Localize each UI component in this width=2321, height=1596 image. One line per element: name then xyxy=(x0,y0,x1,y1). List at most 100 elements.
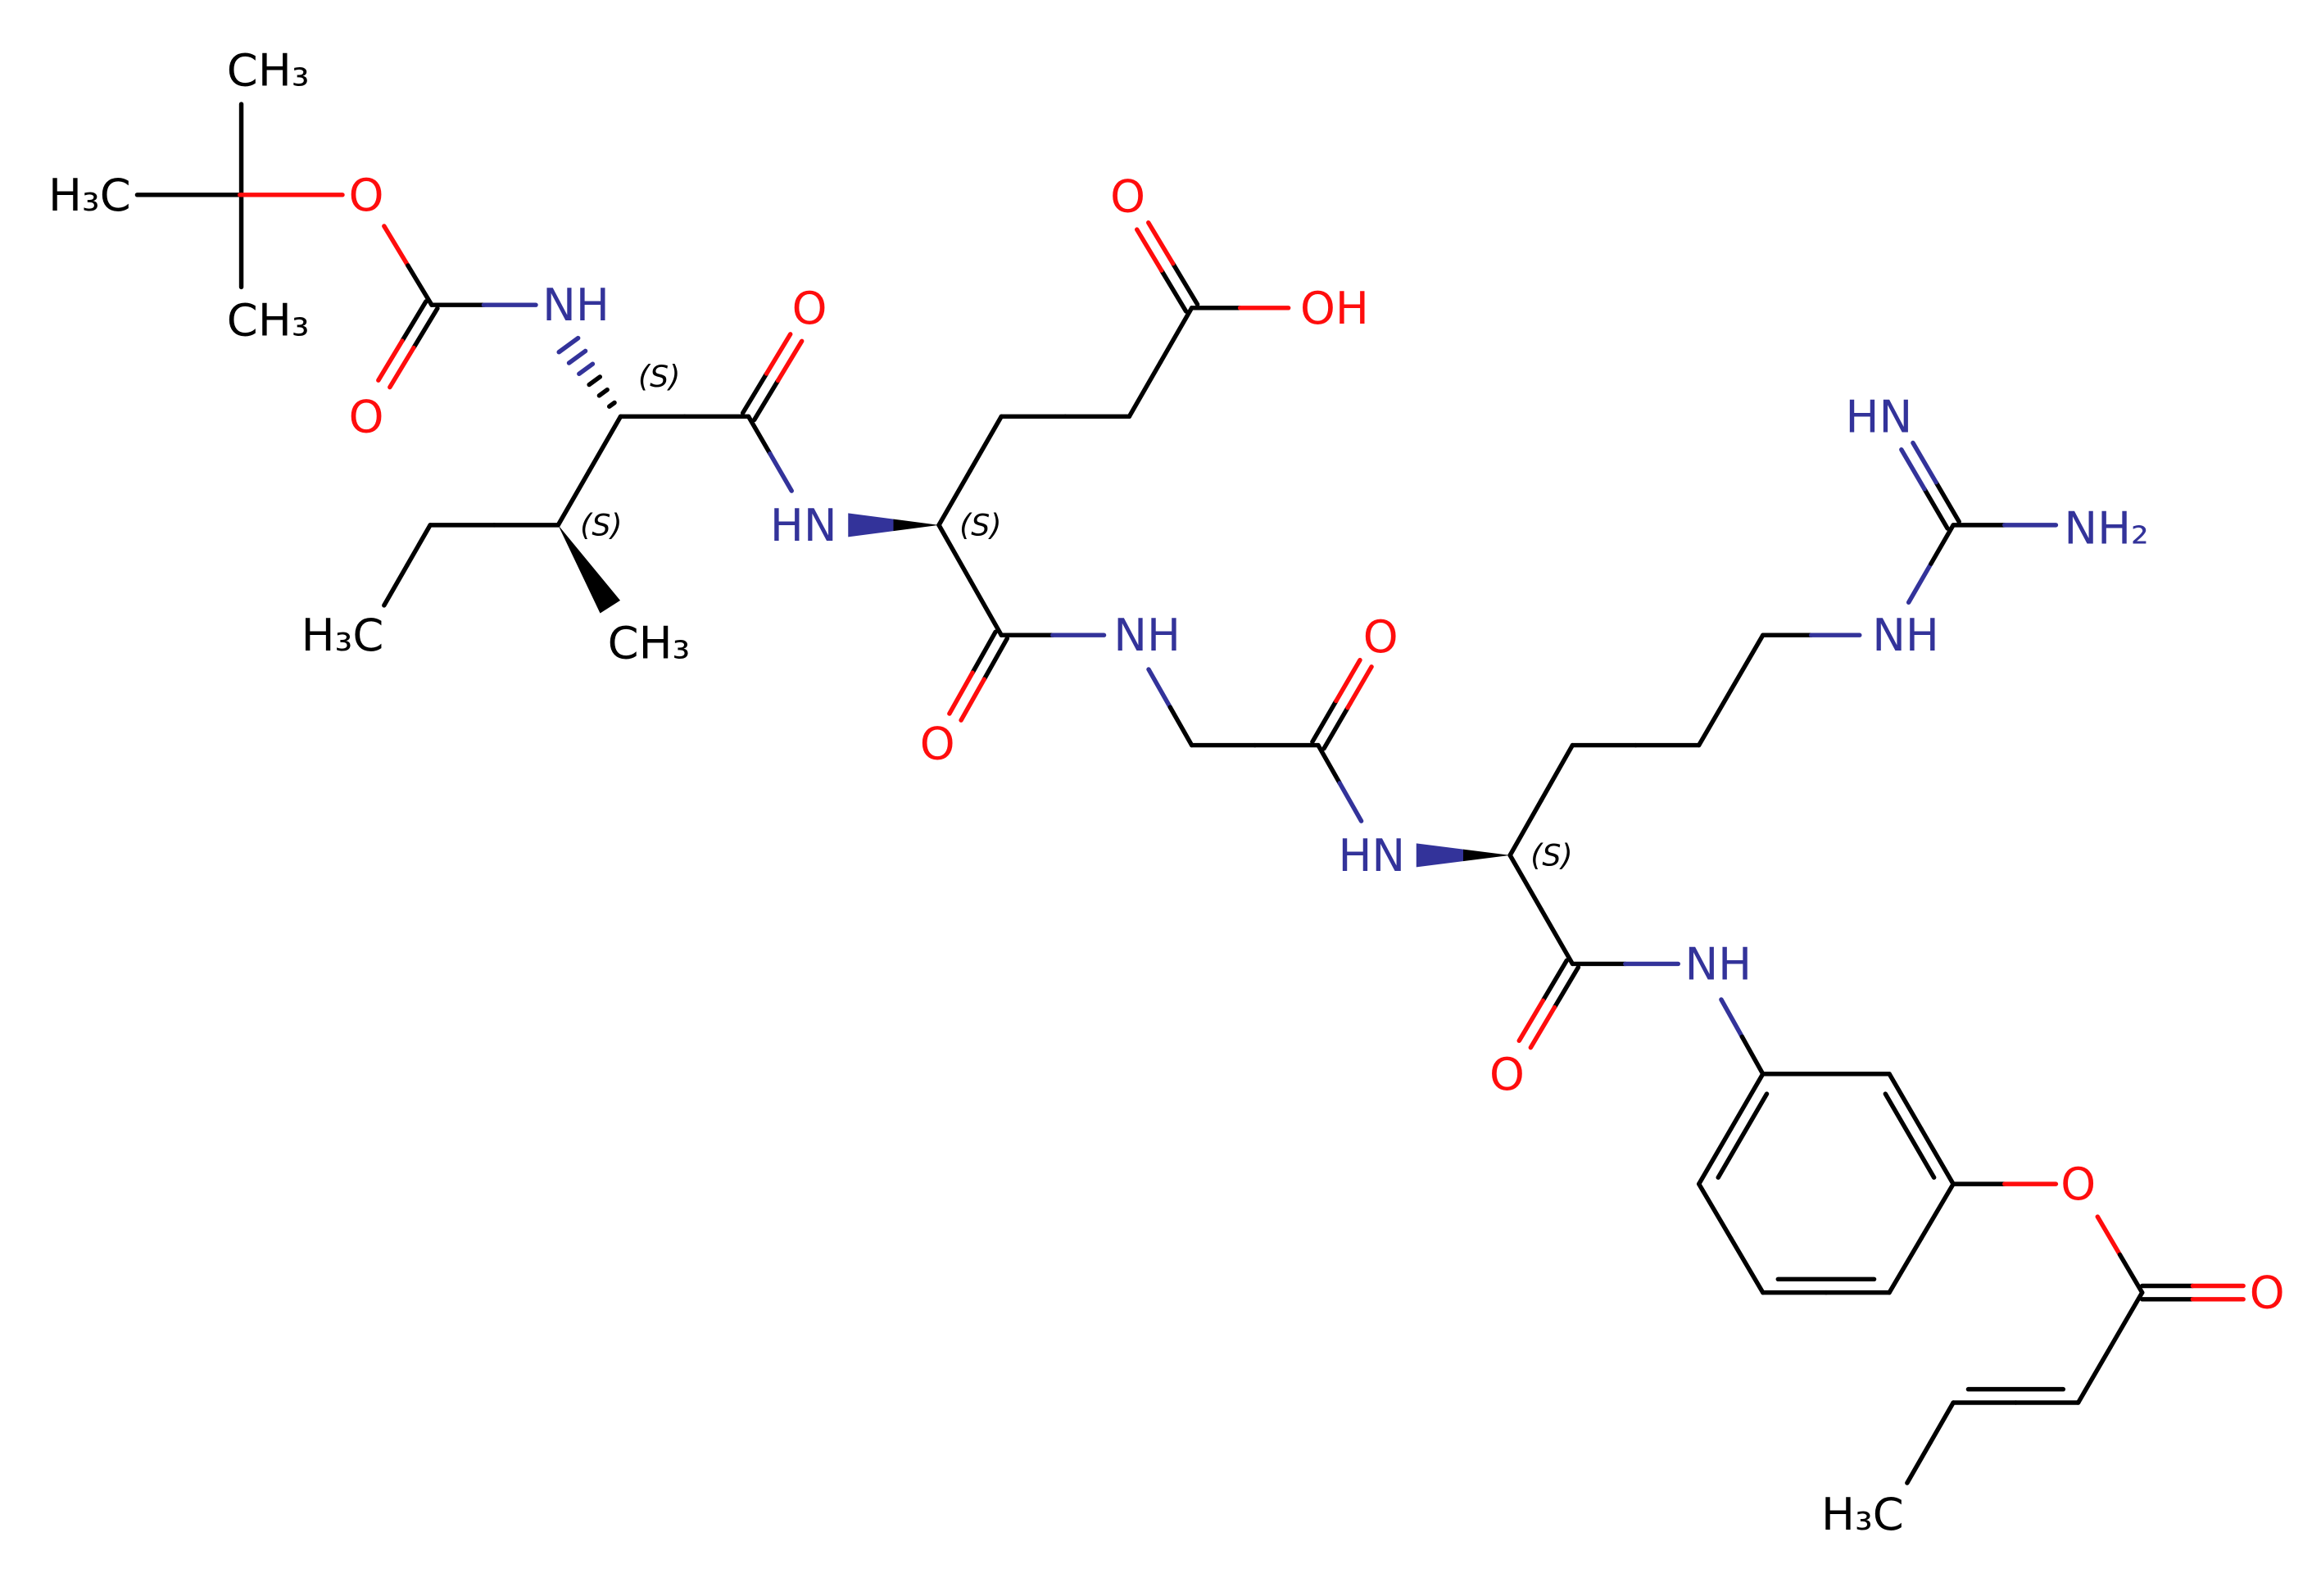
bond-line xyxy=(1729,633,1766,693)
bond-line xyxy=(968,414,1004,474)
stereo-labels: (S) (S) (S) (S) xyxy=(580,359,1572,873)
bond-line xyxy=(596,387,610,398)
bond-line xyxy=(746,414,773,456)
atom-hn-arg: HN xyxy=(1338,829,1405,882)
bond-line xyxy=(1933,479,1961,524)
bond-line xyxy=(555,468,592,528)
bond-line xyxy=(1729,1236,1766,1295)
atom-hn-glu: HN xyxy=(770,499,837,551)
bond-line xyxy=(382,224,410,268)
bond-line xyxy=(1696,687,1734,748)
bond-line xyxy=(406,263,434,307)
atom-o-gly: O xyxy=(1363,610,1398,663)
atom-h3c-ile: H₃C xyxy=(301,609,384,661)
atom-nh-amc: NH xyxy=(1684,937,1752,990)
bond-line xyxy=(1158,268,1189,314)
bonds xyxy=(134,102,2246,1485)
bond-line xyxy=(1887,1236,1924,1295)
atom-h3c-amc: H₃C xyxy=(1821,1488,1904,1540)
bond-line xyxy=(1719,997,1745,1040)
bond-line xyxy=(768,451,794,493)
atom-o-lactone: O xyxy=(2250,1267,2285,1319)
bond-line xyxy=(1905,1440,1933,1485)
bond-line xyxy=(751,378,781,423)
bond-line xyxy=(1922,487,1950,531)
wedge-bond xyxy=(848,513,939,537)
atom-hn-guanidine: HN xyxy=(1846,390,1913,442)
bond-line xyxy=(764,332,793,376)
bond-line xyxy=(1716,1091,1770,1180)
atom-ch3-top: CH₃ xyxy=(227,43,310,96)
bond-line xyxy=(587,414,623,474)
bond-line xyxy=(556,335,581,355)
bond-line xyxy=(606,400,617,409)
atom-o-ring: O xyxy=(2060,1158,2096,1210)
bond-line xyxy=(1919,1127,1956,1186)
atom-ch3-bottom: CH₃ xyxy=(227,293,310,346)
bond-line xyxy=(1334,657,1362,704)
bond-line xyxy=(936,468,972,528)
bond-line xyxy=(1729,1072,1766,1131)
wedge-bond xyxy=(558,524,621,614)
bond-line xyxy=(382,563,410,608)
bond-line xyxy=(1911,440,1938,485)
bond-line xyxy=(2095,1214,2123,1258)
bond-line xyxy=(740,371,769,415)
atom-o-ile: O xyxy=(792,282,827,334)
bond-line xyxy=(1928,1400,1956,1445)
bond-line xyxy=(1158,306,1194,365)
bond-line xyxy=(1919,1181,1956,1241)
bond-line xyxy=(1887,1072,1924,1131)
bond-line xyxy=(1134,227,1164,273)
bond-line xyxy=(1552,964,1581,1010)
bond-line xyxy=(566,348,588,365)
bond-line xyxy=(1696,1127,1734,1186)
bond-line xyxy=(775,338,805,383)
atom-nh-guanidine: NH xyxy=(1872,609,1939,661)
bond-line xyxy=(376,338,405,383)
atom-ch3-ile: CH₃ xyxy=(608,616,691,669)
stereo-label: (S) xyxy=(580,507,622,542)
stereo-label: (S) xyxy=(638,359,680,394)
bond-line xyxy=(1145,220,1176,266)
bond-line xyxy=(405,523,433,568)
bond-line xyxy=(1696,1181,1734,1241)
bond-line xyxy=(400,299,428,343)
bond-line xyxy=(1170,261,1200,307)
bond-line xyxy=(2117,1252,2145,1295)
bond-line xyxy=(1167,705,1194,748)
bond-line xyxy=(1540,958,1570,1004)
bond-line xyxy=(1321,705,1350,751)
atom-o-acid: O xyxy=(1110,170,1145,223)
bond-line xyxy=(1316,742,1342,786)
atom-h3c-left: H₃C xyxy=(48,169,131,221)
stereo-label: (S) xyxy=(1530,837,1572,873)
bond-line xyxy=(1899,447,1927,492)
atom-o-arg: O xyxy=(1489,1048,1525,1100)
bond-line xyxy=(1739,1034,1766,1077)
bond-line xyxy=(1127,360,1163,419)
bond-line xyxy=(2107,1290,2145,1350)
bond-line xyxy=(1539,907,1575,967)
atom-nh2-guanidine: NH₂ xyxy=(2064,501,2149,554)
bond-line xyxy=(968,578,1004,637)
bond-line xyxy=(947,670,975,716)
bond-line xyxy=(981,636,1010,682)
bond-line xyxy=(1337,781,1364,823)
bond-line xyxy=(1507,853,1544,912)
atom-nh-gly: NH xyxy=(1113,609,1181,661)
bond-line xyxy=(388,345,416,390)
wedge-bond xyxy=(1416,843,1511,868)
atom-labels: CH₃ H₃C CH₃ O O NH O HN H₃C CH₃ O OH O N… xyxy=(48,43,2285,1540)
bond-line xyxy=(1528,1004,1557,1050)
bond-line xyxy=(1883,1091,1937,1180)
bond-line xyxy=(411,306,440,351)
atom-o-glu: O xyxy=(920,718,955,770)
bond-line xyxy=(1516,998,1546,1044)
bond-line xyxy=(587,374,603,388)
bond-line xyxy=(1345,664,1374,710)
bond-line xyxy=(959,677,986,723)
atom-o-boc-carbonyl: O xyxy=(349,390,384,442)
bond-line xyxy=(1507,798,1544,858)
